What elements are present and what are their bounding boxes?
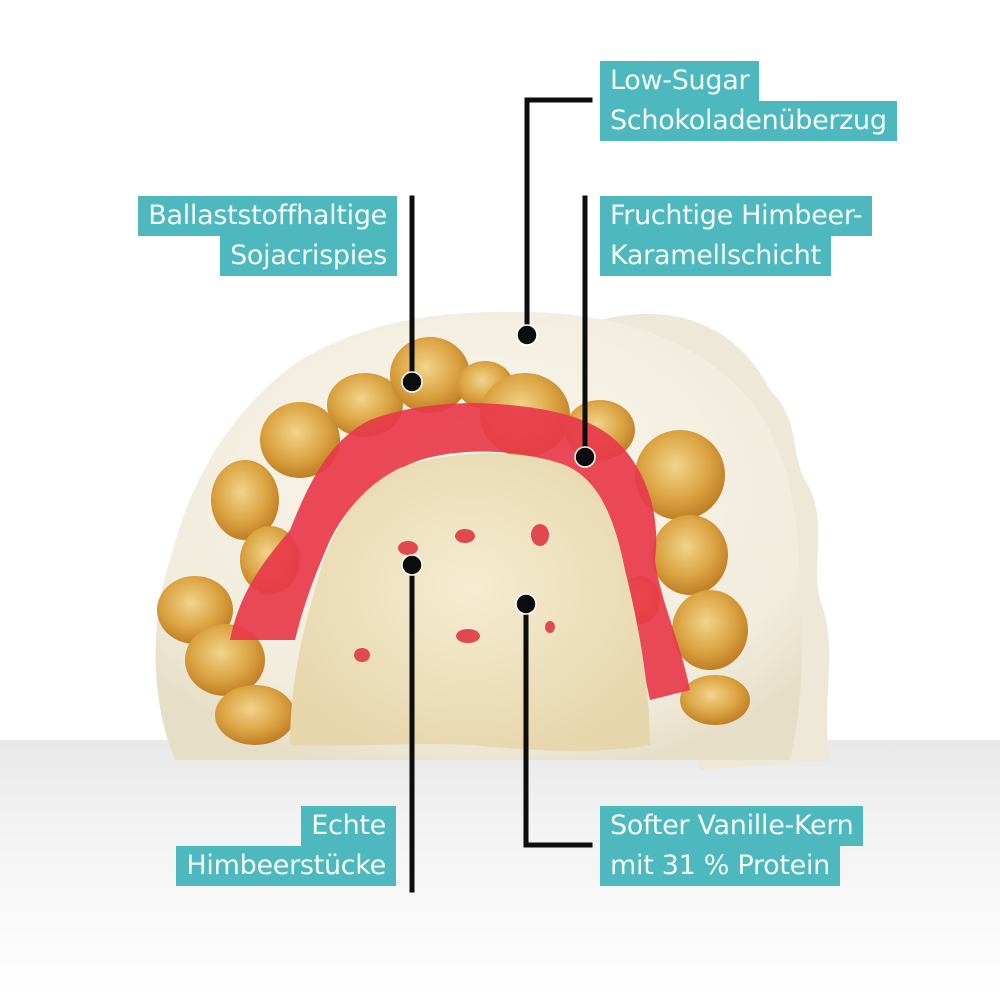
- label-line-2: Schokoladenüberzug: [600, 101, 897, 141]
- connector-lines: [409, 97, 593, 893]
- connector-dots: [401, 324, 596, 615]
- label-vanilla-core: Softer Vanille-Kern mit 31 % Protein: [600, 806, 864, 886]
- label-line-2: Sojacrispies: [220, 236, 397, 276]
- label-line-1: Low-Sugar: [600, 61, 760, 101]
- label-soy-crispies: Ballaststoffhaltige Sojacrispies: [138, 196, 397, 276]
- label-raspberry-caramel-layer: Fruchtige Himbeer- Karamellschicht: [600, 196, 873, 276]
- dot-softer: [515, 593, 537, 615]
- connector-softer: [523, 601, 593, 848]
- connector-low-sugar: [524, 97, 593, 338]
- dot-ballaststoff: [401, 371, 423, 393]
- label-line-2: mit 31 % Protein: [600, 846, 840, 886]
- raspberry-pieces: [354, 524, 555, 662]
- dot-fruchtige: [574, 446, 596, 468]
- label-line-2: Himbeerstücke: [176, 846, 396, 886]
- label-line-2: Karamellschicht: [600, 236, 831, 276]
- vanilla-core: [290, 453, 650, 751]
- label-line-1: Softer Vanille-Kern: [600, 806, 864, 846]
- label-low-sugar-coating: Low-Sugar Schokoladenüberzug: [600, 61, 897, 141]
- dot-low-sugar: [516, 324, 538, 346]
- dot-echte: [401, 554, 423, 576]
- label-raspberry-pieces: Echte Himbeerstücke: [176, 806, 396, 886]
- label-line-1: Ballaststoffhaltige: [138, 196, 397, 236]
- label-line-1: Fruchtige Himbeer-: [600, 196, 873, 236]
- raspberry-caramel-layer: [230, 403, 690, 700]
- label-line-1: Echte: [301, 806, 396, 846]
